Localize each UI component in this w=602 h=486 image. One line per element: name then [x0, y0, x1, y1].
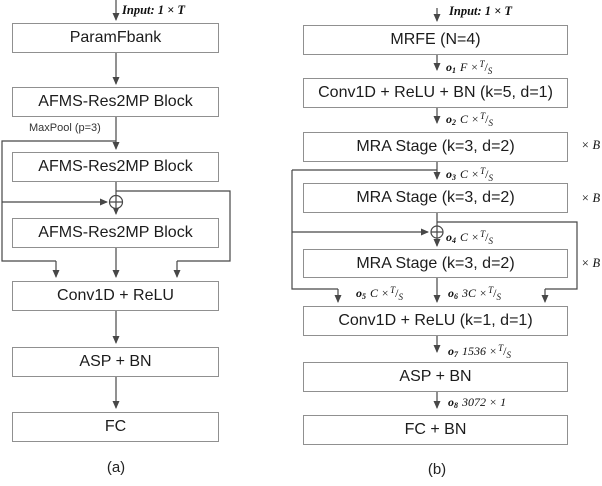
b-mra-stage-2: MRA Stage (k=3, d=2): [303, 183, 568, 213]
a-input-label: Input: 1 × T: [122, 3, 186, 17]
a-maxpool-label: MaxPool (p=3): [29, 122, 101, 134]
a-res2mp-block-1: AFMS-Res2MP Block: [12, 87, 219, 117]
b-fc-bn-box: FC + BN: [303, 415, 568, 445]
box-label: AFMS-Res2MP Block: [38, 158, 193, 175]
box-label: MRFE (N=4): [390, 31, 481, 48]
o-symbol: o: [446, 167, 452, 181]
a-conv1d-relu-box: Conv1D + ReLU: [12, 281, 219, 311]
box-label: MRA Stage (k=3, d=2): [356, 254, 515, 272]
box-label: Conv1D + ReLU (k=1, d=1): [338, 312, 533, 329]
b-input-label: Input: 1 × T: [449, 4, 513, 18]
box-label: Conv1D + ReLU: [57, 287, 174, 304]
box-label: ASP + BN: [79, 353, 152, 370]
box-label: ASP + BN: [399, 368, 472, 385]
o-symbol: o: [356, 286, 362, 300]
b-repeat-label-2: × B: [581, 191, 601, 205]
b-mra-stage-3: MRA Stage (k=3, d=2): [303, 249, 568, 278]
b-conv1d-relu-bn-box: Conv1D + ReLU + BN (k=5, d=1): [303, 78, 568, 108]
b-caption: (b): [427, 461, 447, 478]
box-label: FC: [104, 418, 127, 435]
o-symbol: o: [446, 60, 452, 74]
a-skip-line-right: [116, 190, 231, 262]
box-label: FC + BN: [404, 421, 467, 438]
box-label: MRA Stage (k=3, d=2): [356, 189, 515, 206]
sum-icon: [108, 194, 124, 210]
b-repeat-label-1: × B: [581, 138, 601, 152]
box-label: ParamFbank: [69, 29, 162, 46]
a-paramfbank-box: ParamFbank: [12, 23, 219, 53]
box-label: AFMS-Res2MP Block: [38, 93, 193, 110]
box-label: AFMS-Res2MP Block: [38, 224, 193, 241]
a-res2mp-block-3: AFMS-Res2MP Block: [12, 218, 219, 248]
b-mrfe-box: MRFE (N=4): [303, 25, 568, 55]
b-mra-stage-1: MRA Stage (k=3, d=2): [303, 132, 568, 162]
o-symbol: o: [448, 344, 454, 358]
o-symbol: o: [448, 395, 454, 409]
o-symbol: o: [446, 112, 452, 126]
o-symbol: o: [446, 230, 452, 244]
a-caption: (a): [106, 459, 126, 476]
a-asp-bn-box: ASP + BN: [12, 347, 219, 377]
box-label: Conv1D + ReLU + BN (k=5, d=1): [318, 84, 553, 101]
b-skip-line-left: [291, 170, 338, 290]
b-repeat-label-3: × B: [581, 256, 601, 270]
a-res2mp-block-2: AFMS-Res2MP Block: [12, 152, 219, 182]
a-skip-line-left: [1, 140, 116, 262]
b-skip-line-right: [437, 221, 578, 290]
sum-icon: [430, 225, 444, 239]
b-asp-bn-box: ASP + BN: [303, 362, 568, 392]
a-fc-box: FC: [12, 412, 219, 442]
b-conv1d-relu-box: Conv1D + ReLU (k=1, d=1): [303, 306, 568, 336]
box-label: MRA Stage (k=3, d=2): [356, 138, 515, 155]
o-symbol: o: [448, 286, 454, 300]
